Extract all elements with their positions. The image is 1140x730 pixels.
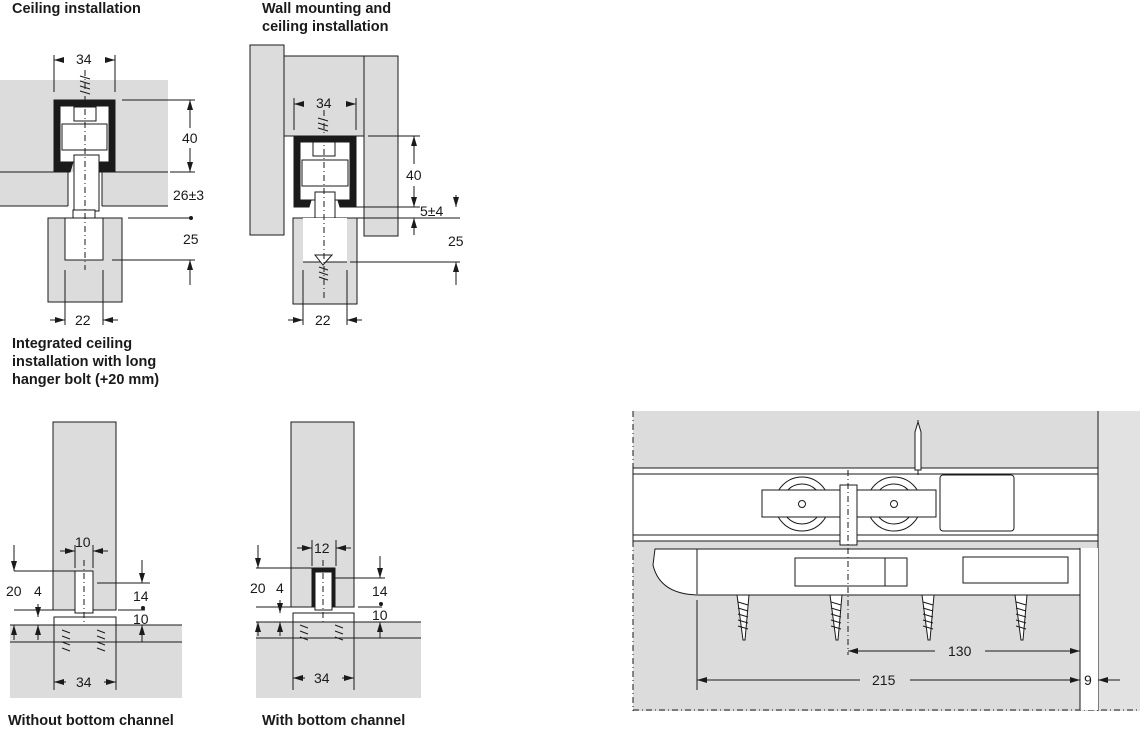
caption-wall-mounting-1: Wall mounting and [262, 1, 392, 17]
caption-integrated-1: Integrated ceiling [12, 336, 133, 352]
dim-ceiling-insert: 25 [183, 231, 199, 247]
caption-without-bottom-channel: Without bottom channel [8, 713, 174, 729]
caption-with-bottom-channel: With bottom channel [262, 713, 406, 729]
dim-with-slot: 12 [314, 540, 330, 556]
dim-wall-width: 34 [316, 95, 332, 111]
dim-with-right-bottom: 10 [372, 607, 388, 623]
dim-with-left-total: 20 [250, 580, 266, 596]
dim-with-base: 34 [314, 670, 330, 686]
caption-integrated-3: hanger bolt (+20 mm) [12, 372, 160, 388]
dim-without-right-top: 14 [133, 588, 149, 604]
dim-side-spacing: 130 [948, 643, 972, 659]
wall-mounting-drawing [249, 44, 460, 325]
dim-ceiling-gap: 26±3 [173, 187, 204, 203]
side-view-drawing [632, 411, 1140, 711]
dim-side-length: 215 [872, 672, 896, 688]
dim-side-offset: 9 [1084, 672, 1092, 688]
dim-without-left-total: 20 [6, 583, 22, 599]
dim-without-left-small: 4 [34, 583, 42, 599]
caption-wall-mounting-2: ceiling installation [262, 19, 389, 35]
without-bottom-channel-drawing [10, 421, 182, 698]
dim-wall-gap: 5±4 [420, 203, 443, 219]
dim-wall-door: 22 [315, 312, 331, 328]
caption-ceiling-installation: Ceiling installation [12, 1, 141, 17]
dim-with-left-small: 4 [276, 580, 284, 596]
caption-integrated-2: installation with long [12, 354, 157, 370]
with-bottom-channel-drawing [255, 421, 421, 698]
dim-ceiling-height: 40 [182, 130, 198, 146]
dim-wall-insert: 25 [448, 233, 464, 249]
dim-wall-height: 40 [406, 167, 422, 183]
dim-with-right-top: 14 [372, 583, 388, 599]
dim-without-slot: 10 [75, 534, 91, 550]
dim-ceiling-width: 34 [76, 51, 92, 67]
dim-without-right-bottom: 10 [133, 611, 149, 627]
dim-without-base: 34 [76, 674, 92, 690]
dim-ceiling-door: 22 [75, 312, 91, 328]
ceiling-installation-drawing [0, 55, 195, 325]
